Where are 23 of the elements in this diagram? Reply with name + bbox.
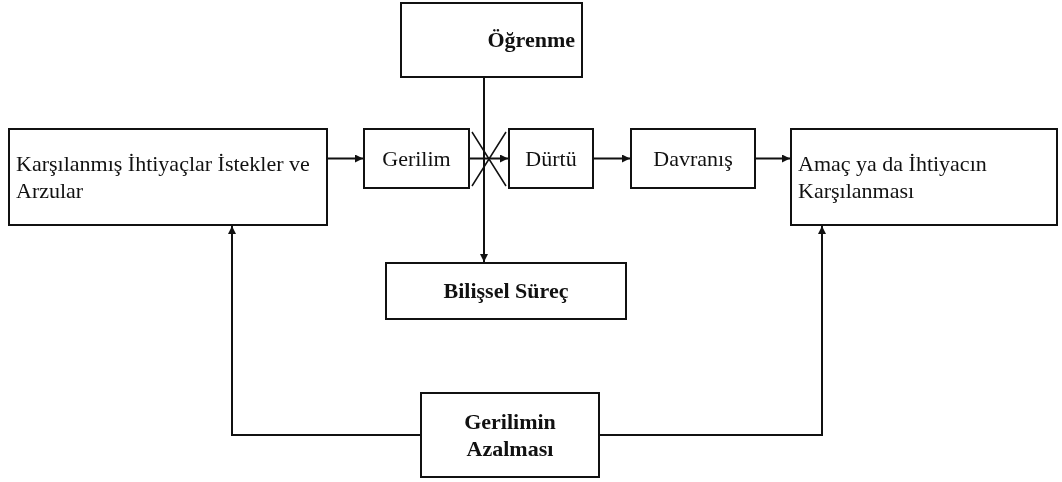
box-label: Gerilimin Azalması — [463, 407, 557, 463]
box-label: Davranış — [653, 144, 733, 173]
process-box — [363, 128, 470, 189]
arrow — [593, 154, 631, 163]
box-label: Öğrenme — [487, 26, 575, 54]
process-box — [385, 262, 627, 320]
process-box — [8, 128, 328, 226]
process-box — [420, 392, 600, 478]
arrow — [480, 77, 488, 263]
box-label: Dürtü — [525, 144, 577, 173]
box-label: Gerilim — [382, 144, 451, 173]
arrow — [469, 154, 509, 163]
box-label: Bilişsel Süreç — [443, 277, 569, 305]
process-box — [400, 2, 583, 78]
arrow — [327, 154, 364, 163]
arrow — [228, 225, 421, 436]
box-label: Amaç ya da İhtiyacın Karşılanması — [798, 149, 988, 205]
arrow — [755, 154, 791, 163]
arrow — [599, 225, 826, 436]
process-box — [630, 128, 756, 189]
process-box — [790, 128, 1058, 226]
box-label: Karşılanmış İhtiyaçlar İstekler ve Arzular — [16, 149, 311, 205]
process-box — [508, 128, 594, 189]
